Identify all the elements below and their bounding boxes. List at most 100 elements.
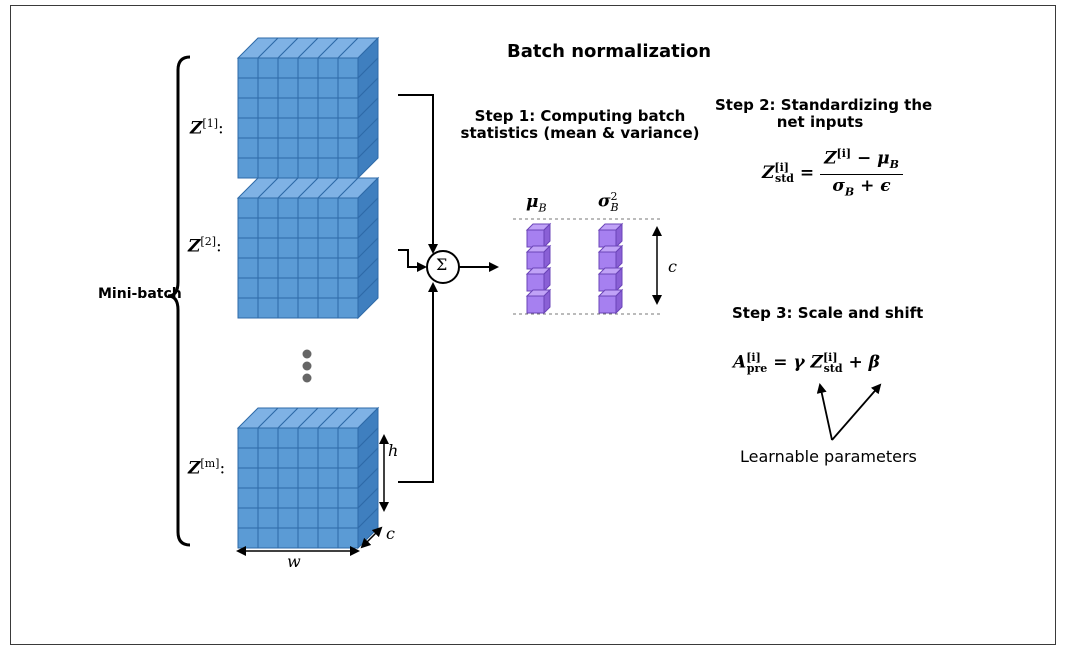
cube-front-cell [237,117,259,139]
cube-front-cell [337,157,359,179]
cube-front-cell [277,217,299,239]
cube-front-cell [297,197,319,219]
cube-front-cell [297,427,319,449]
cube-front-cell [297,237,319,259]
cube-front-cell [297,137,319,159]
cube-front-cell [317,427,339,449]
tensor-label-2: Z[2]: [188,235,222,257]
cube-side-cell [357,136,379,180]
cube-front-cell [237,487,259,509]
cube-front-cell [317,77,339,99]
stat-front-cell [526,251,545,270]
cube-front-cell [297,97,319,119]
stat-side-cell [543,288,551,315]
stat-front-cell [598,295,617,314]
tensor-label-1: Z[1]: [190,117,224,139]
cube-front-cell [277,427,299,449]
cube-front-cell [237,297,259,319]
cube-front-cell [237,527,259,549]
cube-front-cell [297,77,319,99]
cube-front-cell [257,237,279,259]
cube-front-cell [297,57,319,79]
learnable-arrow-gamma [816,383,833,441]
cube-front-cell [317,237,339,259]
sum-symbol: Σ [436,255,448,274]
cube-front-cell [237,257,259,279]
cube-front-cell [277,467,299,489]
cube-front-cell [297,157,319,179]
cube-front-cell [237,217,259,239]
cube-front-cell [277,277,299,299]
cube-front-cell [297,117,319,139]
cube-front-cell [277,97,299,119]
cube-front-cell [257,77,279,99]
stat-side-cell [543,222,551,249]
height-label: h [388,441,399,460]
cube-front-cell [317,97,339,119]
stat-front-cell [598,229,617,248]
cube-front-cell [277,257,299,279]
mean-vector [525,222,552,315]
cube-front-cell [337,447,359,469]
cube-front-cell [317,197,339,219]
cube-front-cell [297,447,319,469]
cube-front-cell [317,447,339,469]
tensor-cube-1 [236,36,380,180]
cube-front-cell [237,77,259,99]
cube-front-cell [257,257,279,279]
channel-arrow [360,526,383,549]
stat-front-cell [526,295,545,314]
stat-front-cell [526,273,545,292]
cube-front-cell [337,97,359,119]
mini-batch-brace [167,55,191,547]
cube-front-cell [297,467,319,489]
cube-front-cell [257,447,279,469]
arrow-from-cube-1 [398,94,438,254]
stat-side-cell [615,266,623,293]
cube-front-cell [277,77,299,99]
cube-front-cell [257,97,279,119]
figure-frame [10,5,1056,645]
cube-front-cell [297,277,319,299]
cube-front-cell [337,137,359,159]
step3-text: Step 3: Scale and shift [732,304,924,322]
cube-front-cell [317,487,339,509]
cube-front-cell [237,57,259,79]
cube-front-cell [317,157,339,179]
cube-front-cell [337,77,359,99]
stat-side-cell [615,244,623,271]
cube-front-cell [277,447,299,469]
variance-symbol: σ2B [598,190,619,215]
cube-front-cell [257,57,279,79]
cube-front-cell [237,277,259,299]
cube-front-cell [337,467,359,489]
cube-front-cell [337,487,359,509]
cube-front-cell [277,137,299,159]
cube-front-cell [317,277,339,299]
cube-front-cell [317,57,339,79]
cube-front-cell [337,277,359,299]
cube-front-cell [337,217,359,239]
cube-front-cell [277,197,299,219]
cube-front-cell [237,157,259,179]
cube-front-cell [317,137,339,159]
cube-front-cell [257,137,279,159]
stat-front-cell [598,273,617,292]
tensor-cube-2 [236,176,380,320]
cube-front-cell [317,527,339,549]
cube-side-cell [357,276,379,320]
cube-front-cell [257,217,279,239]
learnable-parameters-label: Learnable parameters [740,447,917,466]
cube-front-cell [237,447,259,469]
cube-front-cell [277,237,299,259]
arrow-from-cube-2 [398,249,427,272]
cube-front-cell [257,427,279,449]
stat-side-cell [543,244,551,271]
stat-side-cell [543,266,551,293]
cube-front-cell [337,57,359,79]
ellipsis-dots [302,349,312,383]
cube-front-cell [277,487,299,509]
cube-front-cell [237,197,259,219]
